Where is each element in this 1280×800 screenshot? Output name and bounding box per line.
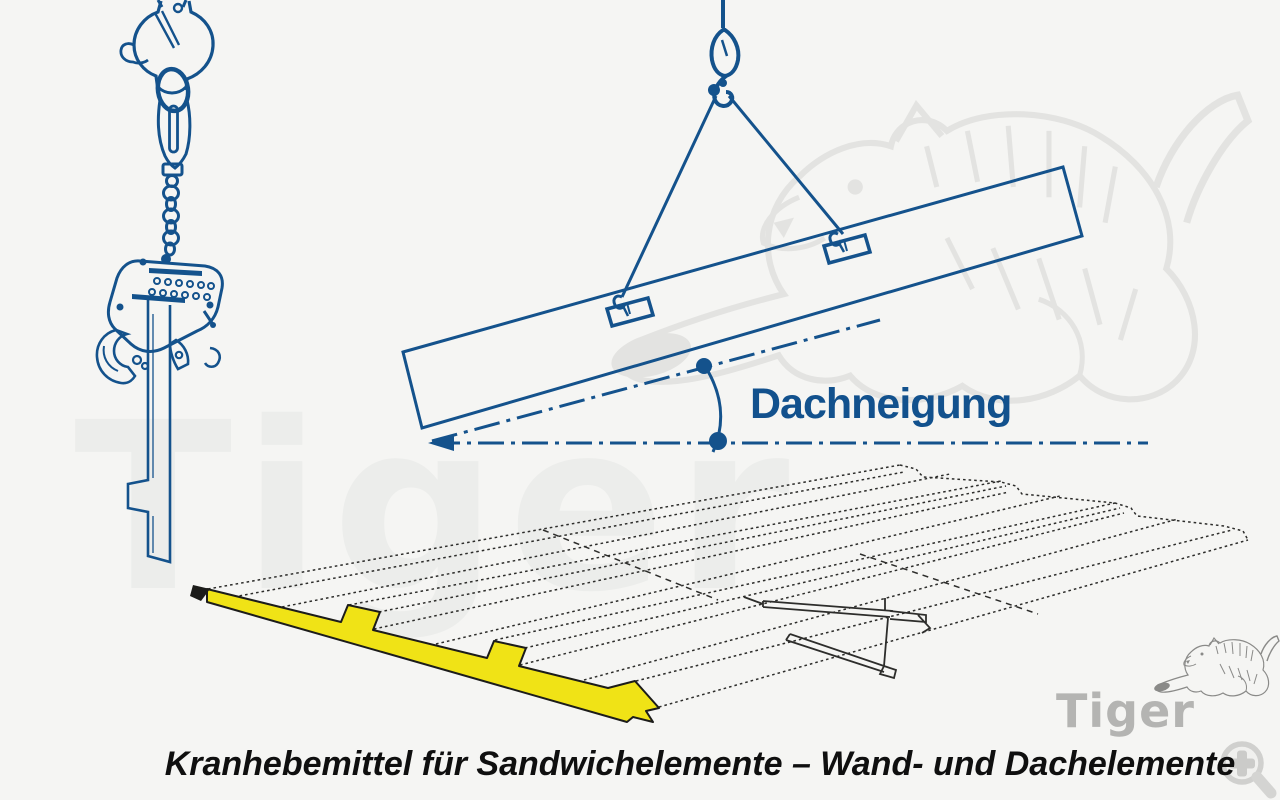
spreader-hook-drawing (708, 0, 741, 108)
chain-drawing (155, 66, 192, 264)
sling-lines (620, 95, 845, 298)
roof-pitch-dimension (428, 318, 1148, 453)
sandwich-panel-drawing (207, 464, 1249, 708)
plate-clamp-drawing (95, 258, 224, 385)
roof-pitch-label: Dachneigung (750, 380, 1012, 428)
image-caption: Kranhebemittel für Sandwichelemente – Wa… (164, 745, 1236, 783)
beam-clamps (604, 231, 873, 329)
tiger-watermark-image (607, 95, 1248, 400)
clamped-panel-drawing (126, 300, 172, 564)
crane-hook-drawing (119, 0, 215, 95)
tiger-logo-text: Tiger (1056, 684, 1195, 738)
panel-edge-highlight (190, 585, 660, 723)
purlin-drawing (743, 596, 932, 680)
magnifier-plus-icon[interactable] (1220, 741, 1277, 799)
lifting-beam-outline (401, 165, 1084, 430)
